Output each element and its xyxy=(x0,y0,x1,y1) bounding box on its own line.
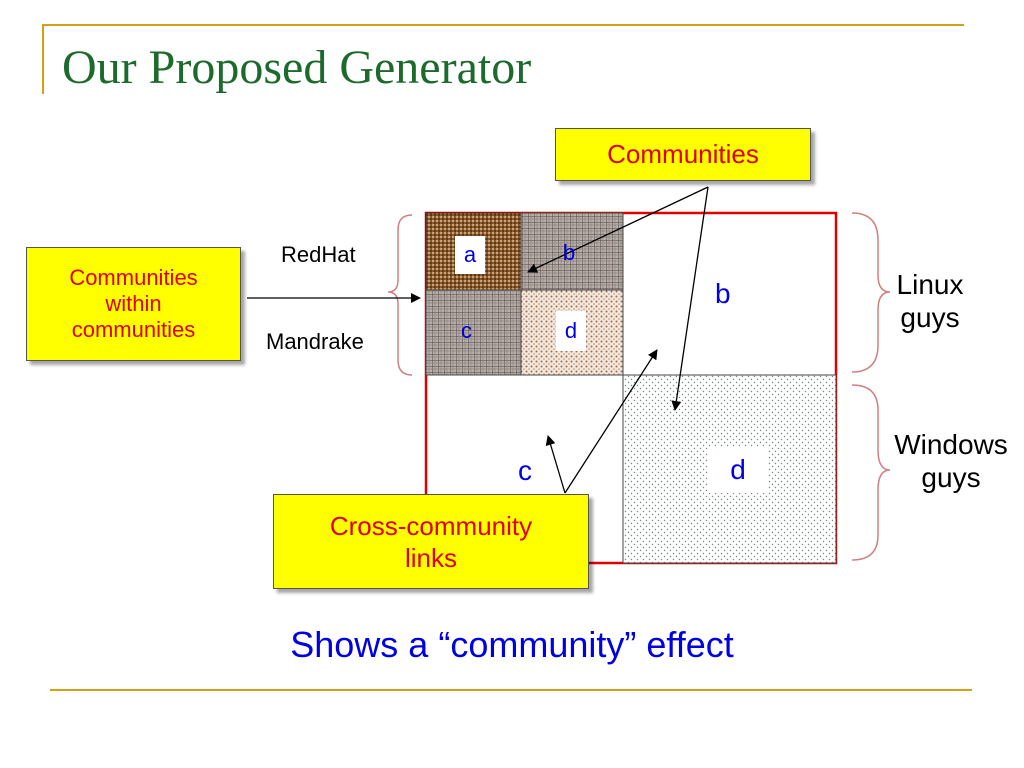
cell-label-outer-b: b xyxy=(715,278,731,309)
callout-communities-text: Communities xyxy=(607,139,759,169)
label-windows-line1: Windows xyxy=(894,429,1008,460)
left-accent-line xyxy=(42,24,44,94)
callout-cross-line2: links xyxy=(404,542,457,573)
label-linux-guys: Linux guys xyxy=(880,268,980,334)
callout-within-line3: communities xyxy=(71,317,196,342)
brace-linux-right xyxy=(851,212,891,373)
brace-windows-right xyxy=(851,384,891,561)
label-mandrake: Mandrake xyxy=(266,329,364,354)
callout-within-line1: Communities xyxy=(69,265,198,290)
cell-label-inner-b: b xyxy=(563,240,576,265)
label-windows-guys: Windows guys xyxy=(878,428,1024,494)
callout-cross-line1: Cross-community xyxy=(329,510,533,541)
arrow-communities-to-a xyxy=(527,186,709,273)
arrow-cross-to-c xyxy=(545,435,566,494)
bottom-accent-line xyxy=(50,689,972,691)
cell-label-inner-d: d xyxy=(556,311,586,351)
cell-label-outer-d: d xyxy=(708,447,768,493)
slide-subtitle: Shows a “community” effect xyxy=(290,624,734,665)
callout-cross-community-links: Cross-community links xyxy=(273,494,589,589)
label-windows-line2: guys xyxy=(921,462,981,493)
slide-title: Our Proposed Generator xyxy=(62,41,532,94)
cell-label-inner-c: c xyxy=(461,318,472,343)
callout-communities-within-communities: Communities within communities xyxy=(26,247,241,361)
arrow-cross-to-b xyxy=(564,349,658,494)
callout-within-line2: within xyxy=(105,291,162,316)
label-redhat: RedHat xyxy=(281,242,356,267)
top-accent-line xyxy=(42,24,964,26)
cell-label-inner-a: a xyxy=(455,236,485,274)
cell-label-outer-c: c xyxy=(518,455,532,486)
label-linux-line1: Linux xyxy=(896,269,964,300)
inner-block-c xyxy=(425,289,522,376)
callout-communities: Communities xyxy=(555,128,811,181)
label-linux-line2: guys xyxy=(900,302,960,333)
brace-inner-left xyxy=(387,214,413,376)
arrow-communities-to-d xyxy=(671,186,709,411)
